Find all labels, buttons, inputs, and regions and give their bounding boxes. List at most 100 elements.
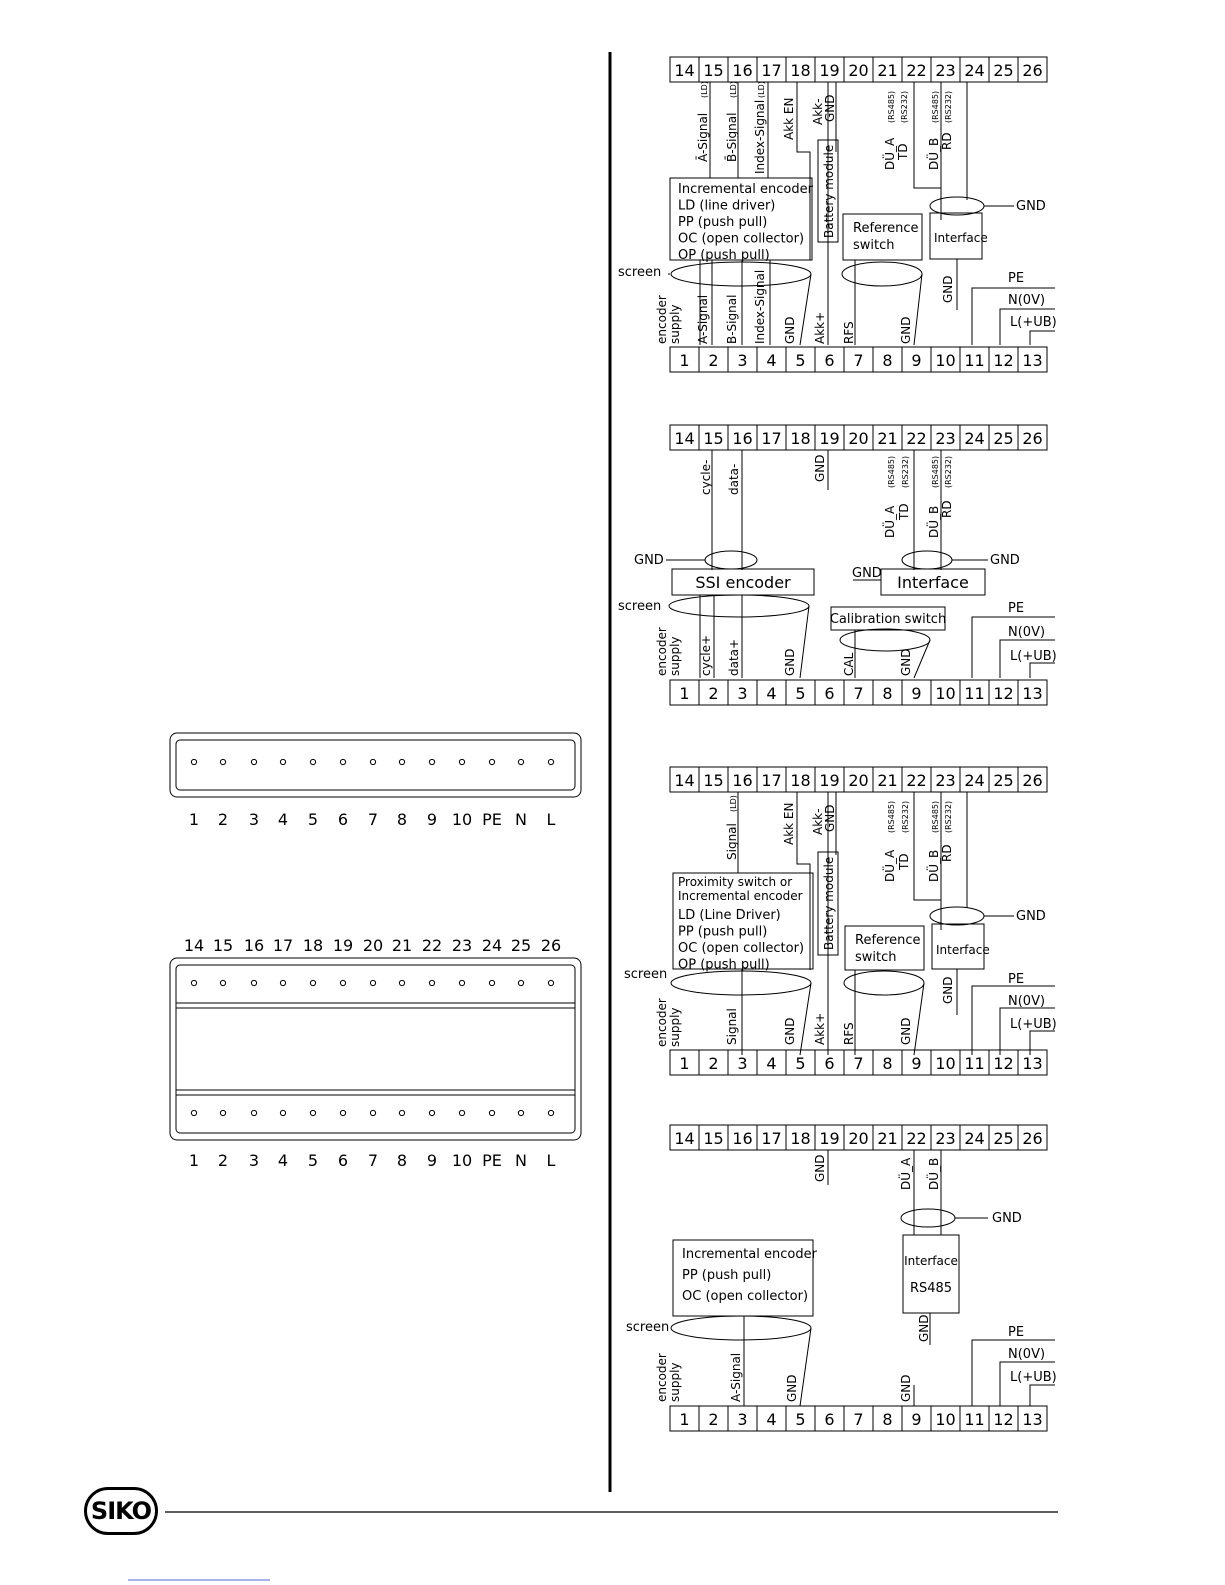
terminal-number: 7 <box>853 351 863 370</box>
terminal-number: 26 <box>1022 61 1042 80</box>
terminal-number: 18 <box>790 429 810 448</box>
connector-pin <box>279 979 287 987</box>
connector-pin <box>547 979 555 987</box>
td-label: TD <box>897 503 911 521</box>
d1-labels: Ā-Signal(LD)B̄-Signal(LD)Index-Signal(LD… <box>618 81 1057 344</box>
rfs-label: RFS <box>842 1022 856 1045</box>
connector-pin-label: 15 <box>213 936 233 955</box>
terminal-number: 4 <box>766 684 776 703</box>
b-signal-inv-label: B̄-Signal <box>725 113 739 162</box>
terminal-number: 11 <box>964 351 984 370</box>
gnd-label: GND <box>941 976 955 1004</box>
siko-logo: SIKO <box>84 1487 158 1535</box>
terminal-number: 7 <box>853 1410 863 1429</box>
terminal-number: 2 <box>708 351 718 370</box>
connector-pin-label: 24 <box>482 936 502 955</box>
terminal-number: 25 <box>993 771 1013 790</box>
n-label: N(0V) <box>1008 994 1045 1009</box>
connector-pin <box>339 979 347 987</box>
terminal-number: 13 <box>1022 1054 1042 1073</box>
d2-labels: cycle-data-GNDDÜ_A(RS485)TD(RS232)DÜ_B(R… <box>618 454 1057 676</box>
connector-pin <box>428 979 436 987</box>
rd-label: RD <box>940 132 954 150</box>
reference-label: Reference <box>855 933 920 948</box>
terminal-number: 6 <box>824 351 834 370</box>
terminal-number: 22 <box>906 1129 926 1148</box>
connector-pin-label: 26 <box>541 936 561 955</box>
terminal-strip <box>669 1405 1048 1432</box>
rs485-label: (RS485) <box>931 801 940 833</box>
connector-pin-label: 21 <box>392 936 412 955</box>
n-label: N(0V) <box>1008 625 1045 640</box>
terminal-number: 8 <box>882 1054 892 1073</box>
encoder-box-line: Incremental encoder <box>678 182 814 197</box>
du-b-label: DÜ_B <box>925 850 941 882</box>
connector-pin-label: 2 <box>218 1151 228 1170</box>
box-line: OP (push pull) <box>678 958 770 973</box>
terminal-number: 1 <box>679 1410 689 1429</box>
terminal-number: 5 <box>795 351 805 370</box>
terminal-number: 23 <box>935 429 955 448</box>
terminal-strip <box>669 1049 1048 1076</box>
terminal-number: 12 <box>993 684 1013 703</box>
box-line: Proximity switch or <box>678 875 792 889</box>
du-a-label: DÜ_A <box>881 505 897 538</box>
rs232-label: (RS232) <box>900 91 909 123</box>
rd-label: RD <box>940 500 954 518</box>
connector-pin <box>250 758 258 766</box>
terminal-strip <box>669 346 1048 373</box>
terminal-number: 20 <box>848 61 868 80</box>
pe-label: PE <box>1008 601 1024 616</box>
terminal-number: 17 <box>761 429 781 448</box>
connector-pin-label: 6 <box>338 810 348 829</box>
terminal-number: 3 <box>737 1410 747 1429</box>
gnd-label: GND <box>899 1017 913 1045</box>
rfs-label: RFS <box>842 321 856 344</box>
connector-pin-label: 22 <box>422 936 442 955</box>
akk-plus-label: Akk+ <box>813 1013 827 1045</box>
terminal-number: 21 <box>877 61 897 80</box>
connector-pin <box>190 1109 198 1117</box>
signal-label: Signal <box>725 1008 739 1045</box>
signal-inv-label: Signal <box>725 823 739 860</box>
terminal-number: 13 <box>1022 351 1042 370</box>
gnd-label: GND <box>1016 199 1046 214</box>
interface-label: Interface <box>897 573 969 592</box>
connector-pin <box>309 758 317 766</box>
data-minus-label: data- <box>727 464 741 495</box>
akk-plus-label: Akk+ <box>813 312 827 344</box>
connector-pin <box>369 979 377 987</box>
connector-pin <box>339 1109 347 1117</box>
terminal-number: 8 <box>882 351 892 370</box>
gnd-label: GND <box>813 454 827 482</box>
terminal-number: 20 <box>848 1129 868 1148</box>
connector-pin-label: 20 <box>363 936 383 955</box>
terminal-strip <box>669 56 1048 83</box>
terminal-number: 25 <box>993 1129 1013 1148</box>
interface-label: Interface <box>934 231 988 245</box>
terminal-number: 22 <box>906 429 926 448</box>
terminal-number: 22 <box>906 771 926 790</box>
connector-pin <box>398 758 406 766</box>
pe-label: PE <box>1008 271 1024 286</box>
encoder-supply-label: supply <box>668 304 682 344</box>
du-a-label: DÜ_A <box>881 849 897 882</box>
connector-pin <box>190 758 198 766</box>
index-signal-label: Index-Signal <box>753 270 767 344</box>
terminal-number: 6 <box>824 1410 834 1429</box>
connector-pin-label: N <box>515 1151 527 1170</box>
rs232-label: (RS232) <box>944 456 953 488</box>
terminal-number: 5 <box>795 1054 805 1073</box>
connector-pin <box>398 979 406 987</box>
terminal-number: 10 <box>935 1054 955 1073</box>
connector-pin-label: 9 <box>427 810 437 829</box>
connector-pin <box>547 1109 555 1117</box>
connector-pin <box>279 1109 287 1117</box>
rd-label: RD <box>940 844 954 862</box>
connector-pin <box>219 979 227 987</box>
